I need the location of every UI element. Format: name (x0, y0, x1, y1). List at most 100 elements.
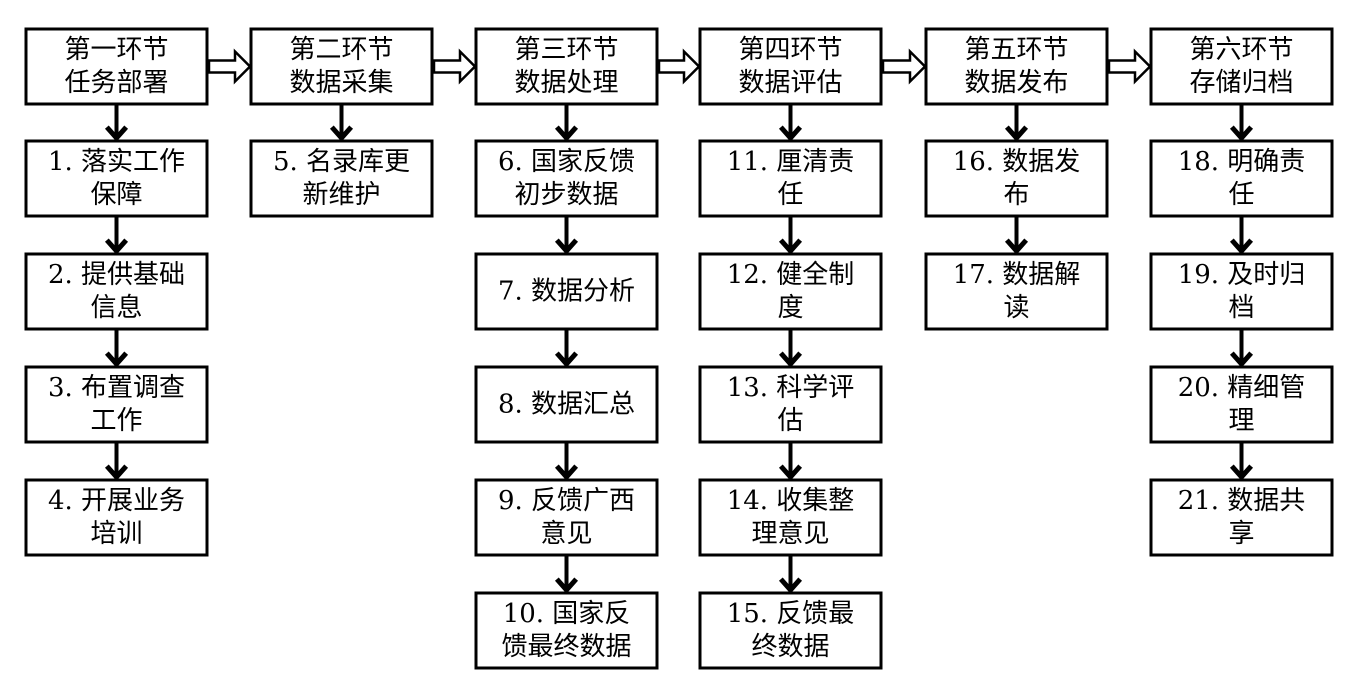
stage-2-header-line-2: 数据采集 (289, 68, 393, 98)
stage-2-to-3-arrow (432, 48, 477, 85)
stage-6-step-4-line-2: 享 (1228, 519, 1254, 549)
stage-3-header-box (474, 27, 659, 106)
stage-5-step-1-box (924, 139, 1109, 218)
stage-5-step-1-line-1: 16. 数据发 (953, 147, 1081, 177)
stage-6-step-4-line-1: 21. 数据共 (1178, 486, 1306, 516)
stage-1-step-1-line-2: 保障 (90, 180, 142, 210)
stage-3-step-5-line-2: 馈最终数据 (501, 632, 631, 662)
stage-4-header-box (698, 27, 883, 106)
stage-3-step-4-line-1: 9. 反馈广西 (498, 486, 635, 516)
stage-4-step-2-box (698, 252, 883, 331)
stage-3-step-1-line-2: 初步数据 (514, 180, 618, 210)
stage-5-header-line-2: 数据发布 (964, 68, 1068, 98)
stage-3-arrow-2 (554, 216, 579, 255)
stage-2-step-1-line-2: 新维护 (302, 180, 380, 210)
stage-3-step-1-box (474, 139, 659, 218)
stage-5-step-2-box (924, 252, 1109, 331)
stage-2-step-1-box (249, 139, 434, 218)
stage-1-arrow-1 (104, 104, 129, 142)
stage-6-arrow-3 (1229, 329, 1254, 368)
stage-4-arrow-4 (778, 442, 803, 481)
stage-3-step-4-line-2: 意见 (540, 519, 592, 549)
stage-1-step-4-line-2: 培训 (90, 519, 142, 549)
stage-4-header-line-2: 数据评估 (738, 68, 842, 98)
stage-2-header-line-1: 第二环节 (289, 35, 393, 65)
stage-3-step-2-line-1: 7. 数据分析 (498, 277, 635, 307)
stage-6-step-3-line-1: 20. 精细管 (1178, 373, 1306, 403)
stage-1-to-2-arrow (207, 48, 252, 85)
stage-1-step-2-box (24, 252, 209, 331)
stage-1-step-1-line-1: 1. 落实工作 (48, 147, 185, 177)
stage-6-step-2-line-2: 档 (1228, 293, 1254, 323)
stage-4-step-1-box (698, 139, 883, 218)
stage-5-arrow-2 (1004, 216, 1029, 255)
stage-2-step-1-line-1: 5. 名录库更 (273, 147, 410, 177)
stage-6-step-1-line-2: 任 (1228, 180, 1254, 210)
stage-4-step-3-line-1: 13. 科学评 (727, 373, 855, 403)
stage-6-step-2-line-1: 19. 及时归 (1178, 260, 1306, 290)
stage-5-step-2-line-2: 读 (1003, 293, 1029, 323)
stage-6-step-1-line-1: 18. 明确责 (1178, 147, 1306, 177)
stage-1-arrow-2 (104, 216, 129, 255)
stage-6-header-box (1149, 27, 1334, 106)
stage-6-step-1-box (1149, 139, 1334, 218)
stage-1-step-3-line-2: 工作 (90, 406, 142, 436)
stage-5-step-2-line-1: 17. 数据解 (953, 260, 1081, 290)
stage-4-step-1-line-2: 任 (777, 180, 803, 210)
stage-3-arrow-5 (554, 555, 579, 594)
stage-6-header-line-1: 第六环节 (1189, 35, 1293, 65)
stage-3-step-3-box (474, 365, 659, 444)
stage-1-step-3-line-1: 3. 布置调查 (48, 373, 185, 403)
stage-6-arrow-4 (1229, 442, 1254, 481)
stage-3-arrow-4 (554, 442, 579, 481)
stage-4-to-5-arrow (881, 48, 927, 85)
stage-4-step-4-line-2: 理意见 (751, 519, 829, 549)
stage-4-step-5-box (698, 591, 883, 670)
stage-6-step-3-line-2: 理 (1228, 406, 1254, 436)
stage-5-header-line-1: 第五环节 (964, 35, 1068, 65)
stage-1-arrow-3 (104, 329, 129, 368)
stage-5-arrow-1 (1004, 104, 1029, 142)
stage-3-step-2-box (474, 252, 659, 331)
stage-3-step-5-box (474, 591, 659, 670)
stage-3-step-3: 8. 数据汇总 (474, 365, 659, 444)
stage-1-step-3-box (24, 365, 209, 444)
stage-3-to-4-arrow (657, 48, 701, 85)
stage-2-header-box (249, 27, 434, 106)
stage-3-header-line-1: 第三环节 (514, 35, 618, 65)
stage-4-step-5-line-2: 终数据 (751, 632, 829, 662)
stage-2-arrow-1 (329, 104, 354, 142)
stage-5-step-1: 16. 数据发布 (924, 139, 1109, 218)
stage-4-step-4-line-1: 14. 收集整 (727, 486, 855, 516)
stage-4-step-1-line-1: 11. 厘清责 (727, 147, 855, 177)
stage-3-arrow-1 (554, 104, 579, 142)
stage-4-step-2-line-1: 12. 健全制 (727, 260, 855, 290)
stage-6-arrow-1 (1229, 104, 1254, 142)
stage-1-step-4-line-1: 4. 开展业务 (48, 486, 185, 516)
stage-4-arrow-1 (778, 104, 803, 142)
stage-4-step-3-line-2: 估 (777, 406, 803, 436)
stage-4-header-line-1: 第四环节 (738, 35, 842, 65)
stage-4-step-4-box (698, 478, 883, 557)
stage-1-arrow-4 (104, 442, 129, 481)
stage-4-step-2-line-2: 度 (777, 293, 803, 323)
stage-5-step-1-line-2: 布 (1003, 180, 1029, 210)
stage-1-step-4-box (24, 478, 209, 557)
stage-4-arrow-2 (778, 216, 803, 255)
stage-3-step-5-line-1: 10. 国家反 (503, 599, 631, 629)
